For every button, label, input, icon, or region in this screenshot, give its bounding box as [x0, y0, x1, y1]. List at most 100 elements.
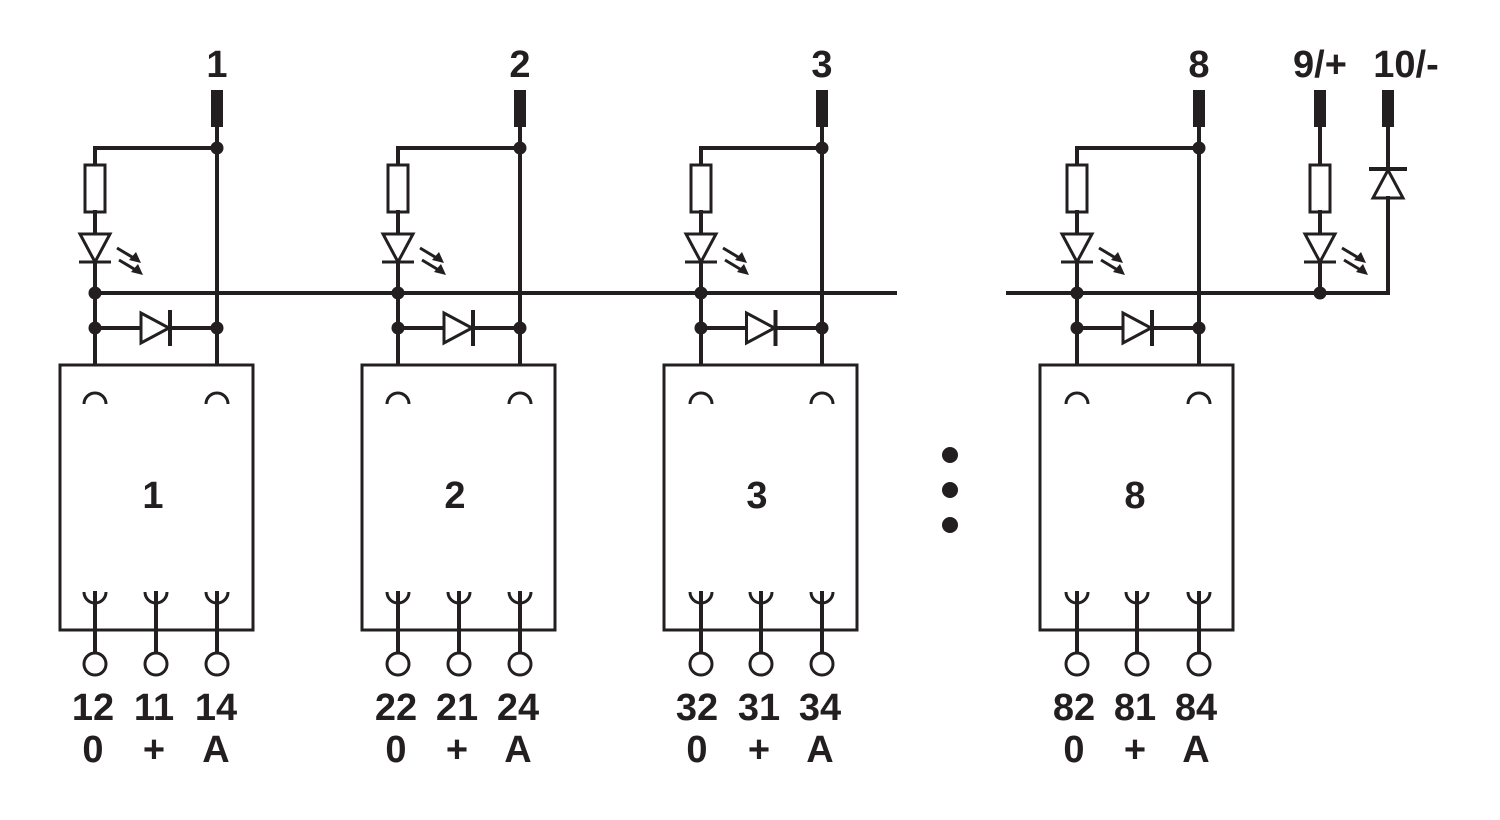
pin-terminal — [1064, 651, 1090, 677]
diode-triangle — [1370, 166, 1406, 200]
terminal-block — [816, 90, 828, 127]
pin-symbol: 0 — [82, 729, 103, 771]
pin-terminal — [748, 651, 774, 677]
pin-terminal — [1186, 651, 1212, 677]
terminal-label: 2 — [509, 44, 530, 86]
led — [380, 232, 446, 275]
pin-number: 11 — [134, 687, 174, 729]
module-label: 2 — [444, 475, 465, 517]
terminal-block — [1314, 90, 1326, 127]
led-triangle — [1059, 232, 1095, 266]
led-arrow-head — [131, 264, 143, 275]
led — [683, 232, 749, 275]
diode — [1369, 166, 1407, 200]
contact-socket — [1186, 391, 1212, 405]
pin-terminal — [688, 651, 714, 677]
contact-socket — [82, 391, 108, 405]
led-arrow-head — [1356, 264, 1368, 275]
contact-socket — [385, 391, 411, 405]
diode-triangle — [139, 310, 173, 346]
pin-symbol: A — [806, 729, 833, 771]
diode-triangle — [745, 310, 778, 346]
diode — [442, 310, 476, 346]
pin-number: 14 — [195, 687, 237, 729]
pin-number: 21 — [436, 687, 478, 729]
relay-module — [662, 363, 859, 632]
pin-symbol: + — [1124, 729, 1146, 771]
channel — [360, 90, 557, 677]
pin-number: 22 — [375, 687, 417, 729]
pin-symbol: A — [202, 729, 229, 771]
pin-number: 24 — [497, 687, 539, 729]
pin-symbol: A — [1182, 729, 1209, 771]
pin-number: 12 — [72, 687, 114, 729]
continuation-dot — [942, 447, 958, 463]
module-label: 3 — [746, 475, 767, 517]
resistor — [1065, 163, 1089, 214]
diode — [1121, 310, 1155, 346]
led-arrow-head — [434, 264, 446, 275]
pin-symbol: 0 — [1063, 729, 1084, 771]
pin-number: 31 — [738, 687, 780, 729]
contact-socket — [1064, 391, 1090, 405]
terminal-label: 9/+ — [1293, 44, 1347, 86]
resistor — [386, 163, 410, 214]
pin-symbol: + — [748, 729, 770, 771]
contact-socket — [809, 391, 835, 405]
pin-symbol: + — [143, 729, 165, 771]
terminal-label: 8 — [1188, 44, 1209, 86]
diode-triangle — [1121, 310, 1155, 346]
relay-module — [360, 363, 557, 632]
continuation-dot — [942, 517, 958, 533]
resistor — [689, 163, 713, 214]
pin-symbol: 0 — [385, 729, 406, 771]
continuation-dot — [942, 482, 958, 498]
pin-terminal — [385, 651, 411, 677]
contact-socket — [507, 391, 533, 405]
led-arrow-head — [735, 252, 747, 263]
junction-dot — [88, 286, 102, 300]
module-label: 8 — [1124, 475, 1145, 517]
diode — [139, 310, 173, 346]
led — [77, 232, 143, 275]
pin-terminal — [809, 651, 835, 677]
led-arrow-head — [1113, 264, 1125, 275]
pin-number: 82 — [1053, 687, 1095, 729]
terminal-label: 3 — [811, 44, 832, 86]
resistor — [83, 163, 107, 214]
pin-terminal — [82, 651, 108, 677]
pin-terminal — [1124, 651, 1150, 677]
led-triangle — [77, 232, 113, 266]
led-triangle — [380, 232, 416, 266]
pin-terminal — [507, 651, 533, 677]
junction-dot — [391, 286, 405, 300]
continuation-dots — [942, 447, 958, 533]
pin-symbol: 0 — [686, 729, 707, 771]
relay-module — [1038, 363, 1235, 632]
terminal-block — [1193, 90, 1205, 127]
pin-symbol: A — [504, 729, 531, 771]
terminal-block — [1382, 90, 1394, 127]
terminal-label: 1 — [206, 44, 227, 86]
pin-symbol: + — [446, 729, 468, 771]
diode — [745, 310, 778, 346]
led — [1059, 232, 1125, 275]
led-triangle — [1302, 232, 1338, 266]
contact-socket — [688, 391, 714, 405]
terminal-label: 10/- — [1373, 44, 1438, 86]
pin-number: 81 — [1114, 687, 1156, 729]
led-arrow-head — [432, 252, 444, 263]
contact-socket — [204, 391, 230, 405]
led-arrow-head — [737, 264, 749, 275]
pin-terminal — [446, 651, 472, 677]
channel — [662, 90, 859, 677]
diode-triangle — [442, 310, 476, 346]
pin-terminal — [204, 651, 230, 677]
junction-dot — [1070, 286, 1084, 300]
junction-dot — [694, 286, 708, 300]
junction-dot — [1313, 286, 1327, 300]
resistor — [1308, 163, 1332, 214]
module-label: 1 — [142, 475, 163, 517]
relay-module — [58, 363, 255, 632]
